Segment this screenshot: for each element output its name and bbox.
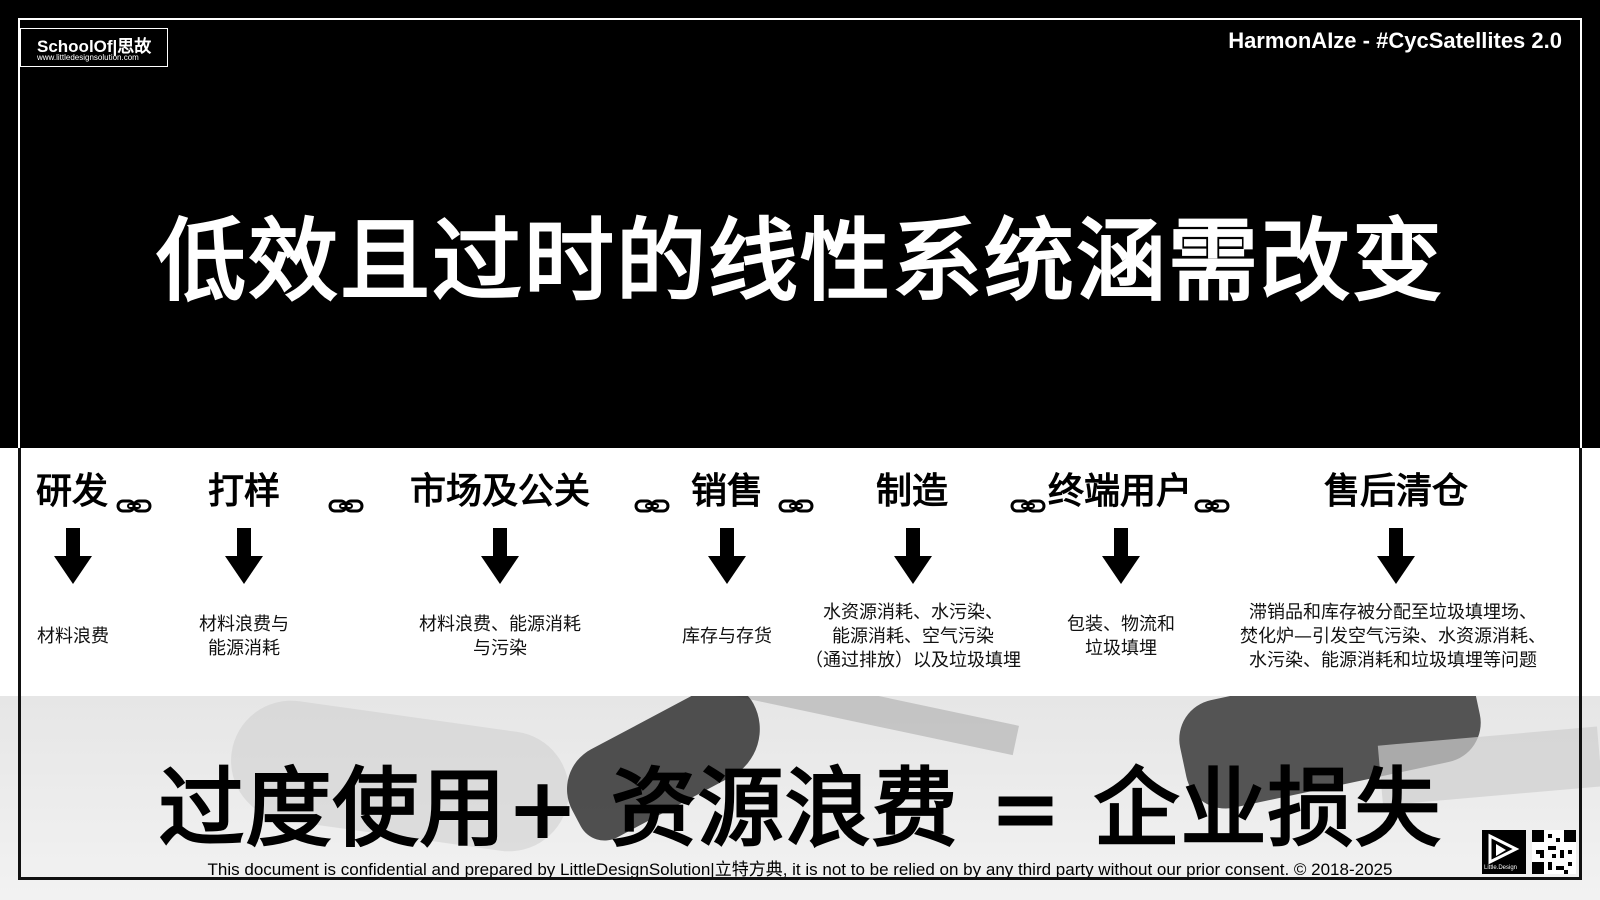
stage-title-end-user: 终端用户 xyxy=(1048,462,1192,514)
stage-title-marketing: 市场及公关 xyxy=(410,462,590,514)
desc-line: 能源消耗 xyxy=(199,637,289,661)
corner-logo-label: Little.Design xyxy=(1484,865,1517,871)
slide-headline: 低效且过时的线性系统涵需改变 xyxy=(0,188,1600,318)
stage-desc-marketing: 材料浪费、能源消耗 与污染 xyxy=(419,613,581,661)
desc-line: 滞销品和库存被分配至垃圾填埋场、 xyxy=(1240,601,1546,625)
desc-line: 材料浪费 xyxy=(37,625,109,649)
desc-line: 包装、物流和 xyxy=(1067,613,1175,637)
equation-statement: 过度使用+ 资源浪费 = 企业损失 xyxy=(0,738,1600,863)
desc-line: 垃圾填埋 xyxy=(1067,637,1175,661)
down-arrow-icon xyxy=(708,528,746,584)
desc-line: 水资源消耗、水污染、 xyxy=(805,601,1021,625)
stage-desc-sales: 库存与存货 xyxy=(682,625,772,649)
stage-title-manufacturing: 制造 xyxy=(876,462,948,514)
stage-title-sampling: 打样 xyxy=(208,462,280,514)
desc-line: 水污染、能源消耗和垃圾填埋等问题 xyxy=(1240,649,1546,673)
down-arrow-icon xyxy=(1102,528,1140,584)
down-arrow-icon xyxy=(1377,528,1415,584)
stage-title-sales: 销售 xyxy=(691,462,763,514)
logo-url: www.littledesignsolution.com xyxy=(37,53,139,62)
desc-line: 材料浪费、能源消耗 xyxy=(419,613,581,637)
deck-title: HarmonAIze - #CycSatellites 2.0 xyxy=(1228,28,1562,54)
stage-desc-sampling: 材料浪费与 能源消耗 xyxy=(199,613,289,661)
qr-code-icon xyxy=(1532,830,1576,874)
stage-desc-rd: 材料浪费 xyxy=(37,625,109,649)
little-design-logo: Little.Design xyxy=(1482,830,1526,874)
down-arrow-icon xyxy=(54,528,92,584)
down-arrow-icon xyxy=(225,528,263,584)
desc-line: 焚化炉—引发空气污染、水资源消耗、 xyxy=(1240,625,1546,649)
chain-link-icon xyxy=(328,498,364,514)
desc-line: 材料浪费与 xyxy=(199,613,289,637)
down-arrow-icon xyxy=(481,528,519,584)
chain-link-icon xyxy=(778,498,814,514)
desc-line: （通过排放）以及垃圾填埋 xyxy=(805,649,1021,673)
down-arrow-icon xyxy=(894,528,932,584)
desc-line: 库存与存货 xyxy=(682,625,772,649)
school-logo: SchoolOf|思故 www.littledesignsolution.com xyxy=(20,28,168,67)
stage-desc-clearance: 滞销品和库存被分配至垃圾填埋场、 焚化炉—引发空气污染、水资源消耗、 水污染、能… xyxy=(1240,601,1546,673)
chain-link-icon xyxy=(1010,498,1046,514)
stage-title-rd: 研发 xyxy=(36,462,108,514)
stage-desc-manufacturing: 水资源消耗、水污染、 能源消耗、空气污染 （通过排放）以及垃圾填埋 xyxy=(805,601,1021,673)
stage-desc-end-user: 包装、物流和 垃圾填埋 xyxy=(1067,613,1175,661)
chain-link-icon xyxy=(116,498,152,514)
chain-link-icon xyxy=(634,498,670,514)
desc-line: 与污染 xyxy=(419,637,581,661)
stage-title-clearance: 售后清仓 xyxy=(1324,462,1468,514)
chain-link-icon xyxy=(1194,498,1230,514)
desc-line: 能源消耗、空气污染 xyxy=(805,625,1021,649)
confidentiality-footer: This document is confidential and prepar… xyxy=(0,855,1600,880)
